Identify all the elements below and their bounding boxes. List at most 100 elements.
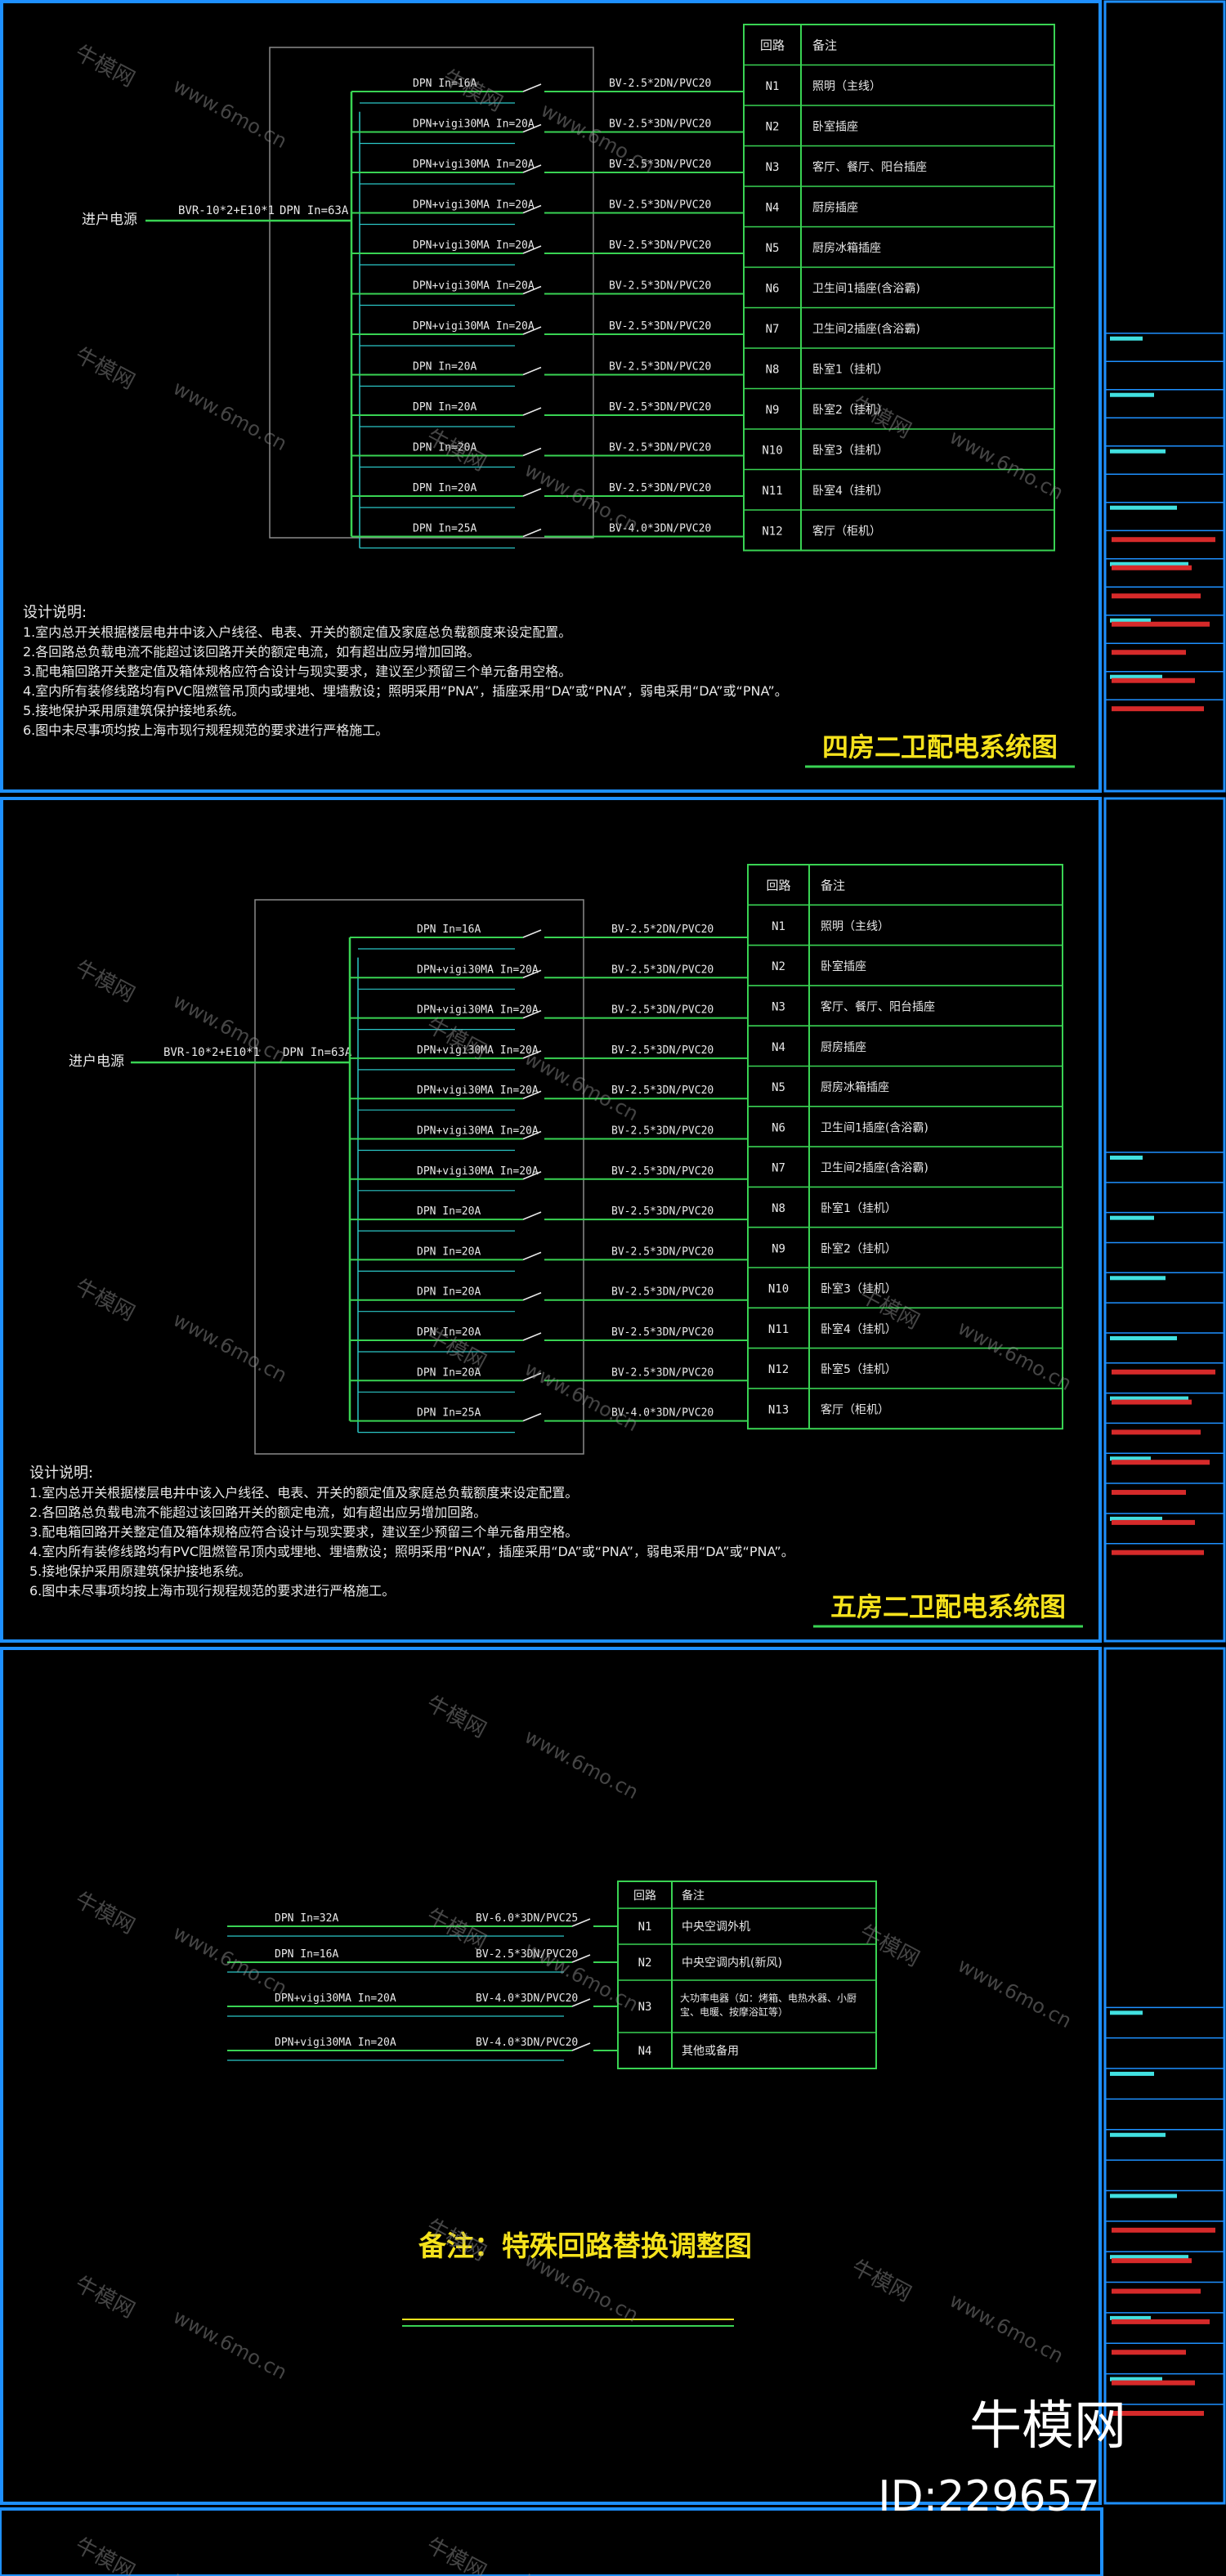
- cable-label: BV-2.5*3DN/PVC20: [611, 1246, 714, 1258]
- watermark-brand-text: 牛模网: [439, 65, 507, 117]
- breaker-label: DPN In=20A: [417, 1366, 481, 1379]
- special-cable-label: BV-4.0*3DN/PVC20: [476, 2037, 578, 2049]
- sheet-frame-bottom: [0, 2507, 1103, 2576]
- cable-label: BV-4.0*3DN/PVC20: [609, 523, 711, 535]
- circuit-id: N7: [772, 1162, 785, 1175]
- title-block-text-bar: [1110, 2194, 1177, 2198]
- cable-label: BV-2.5*3DN/PVC20: [611, 1165, 714, 1178]
- breaker-label: DPN In=25A: [413, 523, 477, 535]
- title-block-red-mark: [1112, 1519, 1195, 1525]
- circuit-remark: 卧室插座: [812, 120, 858, 134]
- title-block-text-bar: [1110, 2255, 1188, 2260]
- watermark-brand-text: 牛模网: [423, 1692, 490, 1743]
- note-line: 5.接地保护采用原建筑保护接地系统。: [29, 1563, 251, 1579]
- circuit-remark: 卫生间2插座(含浴霸): [812, 323, 920, 336]
- cable-label: BV-2.5*3DN/PVC20: [609, 320, 711, 333]
- circuit-id: N11: [762, 485, 782, 498]
- circuit-remark: 卧室2（挂机）: [821, 1241, 897, 1255]
- watermark-url-text: www.6mo.cn: [169, 1921, 290, 2001]
- cable-label: BV-2.5*3DN/PVC20: [611, 1366, 714, 1379]
- title-block-red-mark: [1112, 621, 1210, 627]
- circuit-id: N5: [772, 1081, 785, 1094]
- special-breaker-symbol: [571, 1954, 591, 1963]
- breaker-label: DPN In=20A: [417, 1246, 481, 1258]
- incoming-power-label: 进户电源: [82, 212, 137, 228]
- breaker-symbol: [522, 1372, 542, 1382]
- special-circuit-id: N4: [638, 2045, 652, 2058]
- breaker-symbol: [522, 1332, 542, 1341]
- circuit-id: N6: [772, 1121, 785, 1134]
- circuit-remark: 客厅（柜机）: [812, 525, 881, 539]
- brand-watermark: 牛模网: [969, 2396, 1126, 2457]
- special-breaker-label: DPN+vigi30MA In=20A: [275, 1992, 396, 2005]
- title-block-red-mark: [1112, 2350, 1186, 2355]
- circuit-id: N2: [772, 960, 785, 973]
- breaker-label: DPN+vigi30MA In=20A: [417, 1125, 539, 1138]
- special-circuit-remark: 中央空调外机: [682, 1921, 750, 1934]
- title-block-text-bar: [1110, 1396, 1188, 1401]
- breaker-symbol: [522, 1050, 542, 1059]
- cable-label: BV-2.5*3DN/PVC20: [611, 1004, 714, 1017]
- circuit-id: N12: [768, 1363, 789, 1376]
- circuit-remark: 照明（主线）: [812, 80, 881, 93]
- watermark-url-text: www.6mo.cn: [169, 1308, 290, 1388]
- distribution-box-outline: [254, 899, 584, 1455]
- cable-label: BV-2.5*3DN/PVC20: [609, 199, 711, 212]
- breaker-label: DPN In=16A: [413, 78, 477, 90]
- note-line: 6.图中未尽事项均按上海市现行规程规范的要求进行严格施工。: [23, 722, 388, 738]
- breaker-label: DPN In=16A: [417, 924, 481, 936]
- title-block-frame: [1103, 0, 1226, 793]
- breaker-label: DPN+vigi30MA In=20A: [413, 280, 535, 293]
- breaker-symbol: [522, 528, 542, 538]
- title-block-text-bar: [1110, 618, 1151, 623]
- breaker-symbol: [522, 969, 542, 979]
- design-notes-sheet-2: 设计说明:1.室内总开关根据楼层电井中该入户线径、电表、开关的额定值及家庭总负载…: [29, 1465, 794, 1599]
- special-breaker-symbol: [571, 1998, 591, 2007]
- circuit-id: N3: [772, 1000, 785, 1013]
- breaker-symbol: [522, 1412, 542, 1422]
- circuit-remark: 卧室4（挂机）: [812, 484, 888, 498]
- breaker-label: DPN+vigi30MA In=20A: [413, 119, 535, 131]
- special-breaker-label: DPN In=16A: [275, 1948, 338, 1961]
- watermark-url-text: www.6mo.cn: [946, 426, 1067, 505]
- watermark-brand-text: 牛模网: [71, 1275, 139, 1326]
- circuit-id: N10: [762, 445, 782, 458]
- note-line: 4.室内所有装修线路均有PVC阻燃管吊顶内或埋地、埋墙敷设；照明采用“PNA”，…: [29, 1544, 794, 1559]
- title-block-text-bar: [1110, 449, 1166, 454]
- watermark-brand-text: 牛模网: [71, 41, 139, 92]
- watermark-url-text: www.6mo.cn: [954, 1317, 1075, 1396]
- cable-label: BV-2.5*3DN/PVC20: [609, 442, 711, 454]
- breaker-label: DPN+vigi30MA In=20A: [413, 199, 535, 212]
- circuit-id: N5: [766, 242, 780, 255]
- breaker-label: DPN In=20A: [417, 1326, 481, 1339]
- distribution-box-outline: [269, 47, 594, 539]
- watermark-brand-text: 牛模网: [71, 343, 139, 395]
- circuit-remark: 厨房插座: [812, 202, 858, 215]
- cable-label: BV-2.5*3DN/PVC20: [609, 280, 711, 293]
- breaker-symbol: [522, 488, 542, 497]
- breaker-symbol: [522, 285, 542, 295]
- breaker-symbol: [522, 447, 542, 457]
- special-cable-label: BV-4.0*3DN/PVC20: [476, 1992, 578, 2005]
- sheet-1-title: 四房二卫配电系统图: [822, 731, 1058, 763]
- breaker-label: DPN+vigi30MA In=20A: [413, 320, 535, 333]
- breaker-symbol: [522, 83, 542, 92]
- circuit-id: N9: [772, 1242, 785, 1255]
- circuit-id: N7: [766, 323, 780, 336]
- special-cable-label: BV-2.5*3DN/PVC20: [476, 1948, 578, 1961]
- note-line: 3.配电箱回路开关整定值及箱体规格应符合设计与现实要求，建议至少预留三个单元备用…: [23, 664, 571, 679]
- title-block-text-bar: [1110, 336, 1143, 341]
- watermark-brand-text: 牛模网: [71, 956, 139, 1008]
- sheet-frame: [0, 0, 1102, 793]
- watermark-url-text: www.6mo.cn: [521, 458, 642, 538]
- breaker-symbol: [522, 1090, 542, 1099]
- special-circuit-id: N1: [638, 1921, 652, 1934]
- circuit-id: N8: [766, 364, 780, 377]
- title-block-red-mark: [1112, 2410, 1204, 2416]
- special-circuit-remark: 中央空调内机(新风): [682, 1957, 782, 1970]
- special-cable-label: BV-6.0*3DN/PVC25: [476, 1912, 578, 1925]
- main-breaker-label: DPN In=63A: [283, 1046, 352, 1059]
- cable-label: BV-2.5*3DN/PVC20: [611, 1125, 714, 1138]
